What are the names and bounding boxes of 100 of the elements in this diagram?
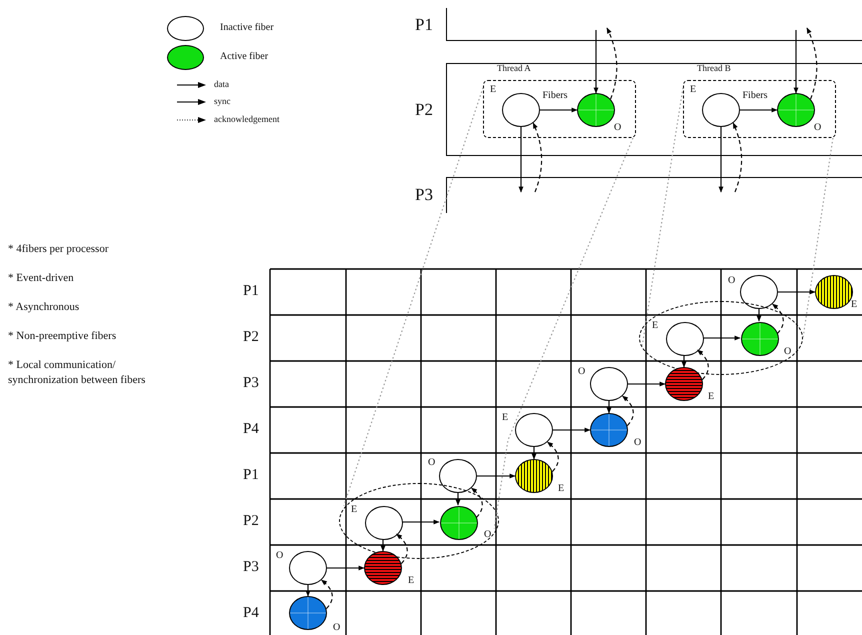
fiber-mark: O [428, 458, 436, 468]
legend-label: data [214, 80, 229, 89]
fiber-circle [702, 93, 740, 127]
thread-label: Thread B [697, 64, 731, 73]
fiber-circle [289, 596, 327, 630]
fiber-circle [364, 551, 402, 585]
arrow [756, 309, 762, 322]
fiber-mark: E [490, 85, 496, 95]
fiber-circle [502, 93, 540, 127]
row-label: P3 [243, 560, 259, 575]
arrow [740, 108, 778, 112]
fiber-circle [665, 367, 703, 401]
fiber-circle [577, 93, 615, 127]
acknowledgement-arrow [772, 304, 784, 334]
arrow [718, 127, 724, 193]
projection-line [642, 88, 684, 346]
row-label: P2 [243, 330, 259, 345]
arrow [594, 30, 598, 94]
legend-label: Inactive fiber [220, 23, 274, 33]
fiber-mark: E [708, 392, 714, 402]
fiber-circle [289, 551, 327, 585]
fiber-circle [740, 275, 778, 309]
lane-label: P3 [415, 186, 433, 203]
projection-line [494, 138, 634, 529]
fiber-mark: O [578, 367, 586, 377]
arrow [532, 447, 536, 460]
row-label: P2 [243, 514, 259, 529]
dashed-ellipse [339, 483, 499, 559]
fiber-circle [515, 459, 553, 493]
bullet-note: * Asynchronous [8, 300, 80, 315]
bullet-note: * Non-preemptive fibers [8, 329, 118, 344]
arrow [456, 493, 460, 506]
fiber-mark: E [408, 576, 414, 586]
arrow [778, 290, 816, 294]
fiber-mark: O [333, 623, 340, 633]
fiber-mark: O [784, 347, 792, 357]
fiber-mark: E [351, 505, 358, 515]
fiber-mark: O [276, 551, 284, 561]
arrow [606, 401, 612, 414]
arrow [703, 336, 741, 340]
row-label: P1 [243, 284, 259, 299]
fiber-circle [590, 367, 628, 401]
acknowledgement-arrow [806, 27, 818, 100]
fiber-mark: O [728, 276, 736, 286]
fiber-mark: O [614, 123, 622, 133]
arrow [540, 108, 578, 112]
acknowledgement-arrow [396, 534, 408, 564]
legend-label: sync [214, 97, 230, 106]
acknowledgement-arrow [606, 27, 618, 100]
row-label: P4 [243, 606, 259, 621]
bullet-note: * Event-driven [8, 271, 75, 286]
arrow [380, 539, 386, 552]
fiber-mark: O [634, 438, 642, 448]
bullet-note: * 4fibers per processor [8, 242, 110, 257]
row-label: P4 [243, 422, 259, 437]
fiber-circle [440, 506, 478, 540]
acknowledgement-arrow [622, 396, 634, 426]
projection-line [343, 88, 484, 506]
row-label: P3 [243, 376, 259, 391]
edge-label: Fibers [542, 91, 568, 101]
row-label: P1 [243, 468, 259, 483]
fiber-mark: E [502, 413, 508, 423]
arrow [477, 474, 516, 478]
fiber-circle [741, 322, 779, 356]
fiber-circle [777, 93, 815, 127]
dashed-ellipse [639, 301, 803, 375]
fiber-circle [666, 322, 704, 356]
fiber-mark: E [690, 85, 696, 95]
acknowledgement-arrow [532, 122, 542, 192]
acknowledgement-arrow [546, 442, 559, 472]
arrow [628, 382, 666, 386]
fiber-circle [815, 275, 853, 309]
arrow [518, 127, 524, 193]
arrow [553, 428, 591, 432]
acknowledgement-arrow [320, 580, 333, 609]
fiber-mark: E [851, 300, 858, 310]
projection-line [802, 138, 834, 338]
arrow [306, 585, 310, 597]
lane-label: P1 [415, 16, 433, 32]
edge-label: Fibers [742, 91, 768, 101]
acknowledgement-arrow [696, 350, 709, 380]
bullet-note: * Local communication/ synchronization between fibers [8, 358, 146, 388]
fiber-circle [590, 413, 628, 447]
fiber-circle [365, 506, 403, 540]
arrow [794, 30, 798, 94]
lane-label: P2 [415, 100, 433, 118]
fiber-mark: O [814, 123, 822, 133]
fiber-mark: O [484, 530, 492, 540]
arrow [402, 520, 440, 524]
thread-label: Thread A [497, 64, 531, 73]
legend-label: Active fiber [220, 52, 268, 62]
acknowledgement-arrow [470, 488, 483, 518]
arrow [682, 355, 686, 368]
acknowledgement-arrow [732, 122, 742, 192]
fiber-circle [439, 459, 477, 493]
fiber-mark: E [558, 484, 564, 494]
fiber-mark: E [652, 321, 658, 331]
legend-label: acknowledgement [214, 115, 280, 124]
fiber-circle [515, 413, 553, 447]
arrow [327, 566, 365, 570]
